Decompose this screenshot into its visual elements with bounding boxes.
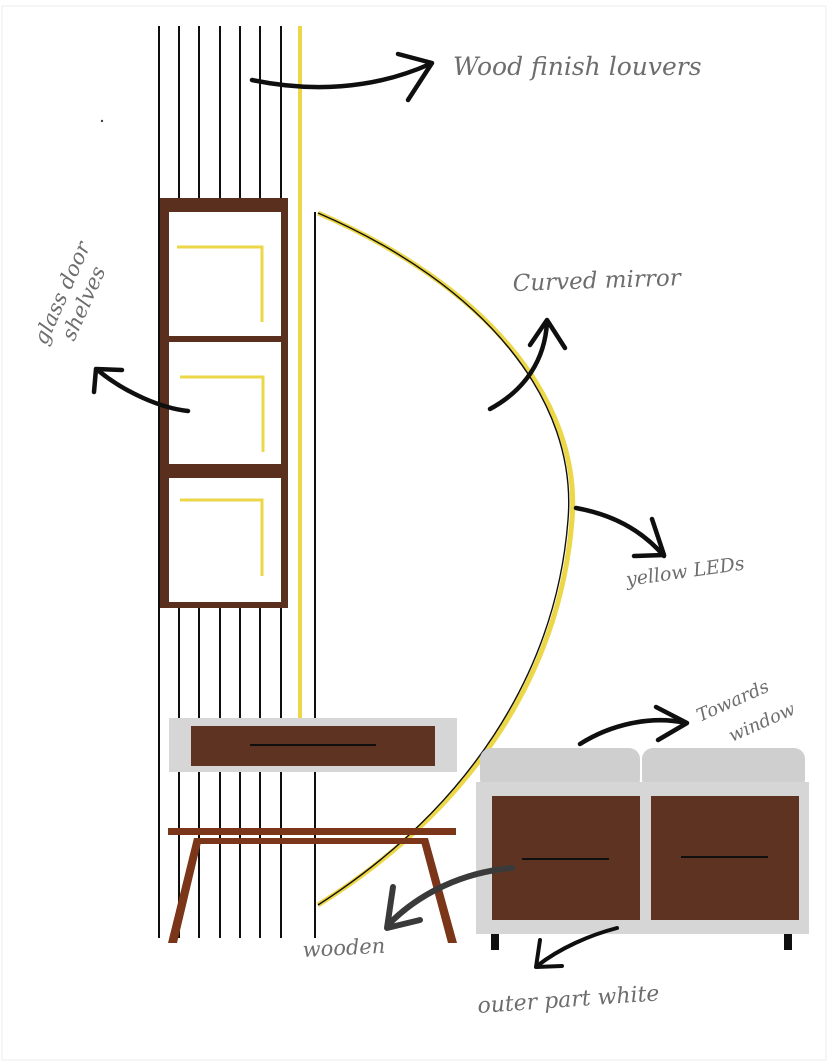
label-louvers: Wood finish louvers [453, 52, 702, 81]
arrow-leds [573, 505, 667, 559]
shelf-led [177, 245, 264, 322]
label-mirror: Curved mirror [512, 265, 683, 297]
arrow-outer [534, 926, 619, 969]
arrow-shelves [91, 366, 191, 414]
label-wooden: wooden [302, 934, 386, 962]
table-top [168, 828, 456, 835]
arrow-wooden [384, 865, 515, 931]
cushion [480, 748, 640, 790]
sideboard-foot [491, 934, 499, 950]
arrows [91, 51, 690, 747]
shelf-box [169, 212, 281, 336]
pencil-dot [100, 119, 104, 123]
curved-mirror [316, 210, 576, 908]
wall-drawer [169, 718, 457, 772]
sideboard [476, 748, 809, 950]
sideboard-foot [784, 934, 792, 950]
mirror-edge [317, 212, 570, 906]
glass-door-shelves [160, 198, 288, 608]
table-leg [168, 838, 202, 943]
shelf-led [180, 498, 264, 576]
table-apron [194, 838, 428, 844]
arrow-mirror [487, 317, 568, 412]
shelf-box [169, 478, 281, 602]
arrow-louvers [249, 51, 435, 103]
shelf-led [180, 375, 265, 452]
arrow-window [577, 704, 690, 747]
cushion [642, 748, 805, 790]
